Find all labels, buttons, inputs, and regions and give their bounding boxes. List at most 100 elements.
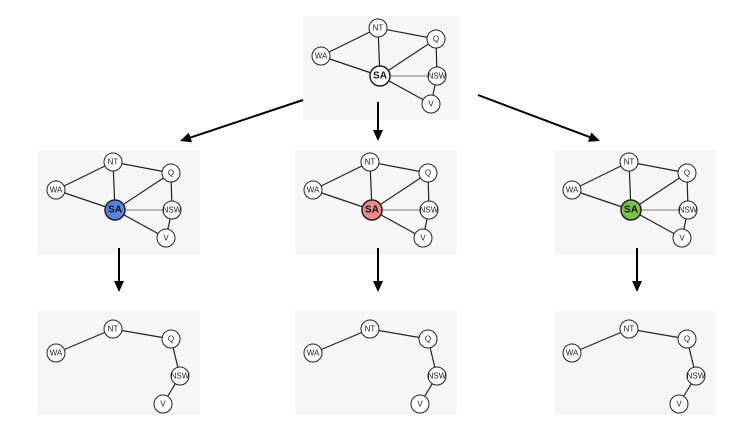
- arrow-red-to-reduced: [373, 248, 383, 292]
- node-nsw: NSW: [162, 200, 182, 220]
- arrow-head: [373, 130, 383, 141]
- node-nt: NT: [619, 152, 639, 172]
- node-label: V: [679, 234, 685, 243]
- edge-q-sa: [379, 38, 437, 77]
- node-label: Q: [168, 169, 174, 178]
- node-nt: NT: [368, 18, 388, 38]
- node-circle: [418, 329, 438, 349]
- arrow-shaft: [190, 99, 304, 139]
- node-label: WA: [307, 186, 320, 195]
- edge-q-sa: [114, 172, 172, 211]
- graph-branch-red: WA NT Q SA NSW V: [295, 150, 457, 255]
- node-circle: [369, 65, 391, 87]
- node-circle: [311, 46, 331, 66]
- node-label: Q: [425, 335, 431, 344]
- node-q: Q: [677, 163, 697, 183]
- node-label: NSW: [171, 372, 190, 381]
- node-circle: [413, 228, 433, 248]
- node-label: WA: [566, 349, 579, 358]
- node-circle: [410, 394, 430, 414]
- node-circle: [669, 394, 689, 414]
- node-label: NT: [373, 24, 384, 33]
- node-label: WA: [50, 186, 63, 195]
- node-label: V: [428, 100, 434, 109]
- node-label: Q: [684, 335, 690, 344]
- node-circle: [686, 366, 706, 386]
- edge-wa-nt: [312, 161, 371, 191]
- node-nsw: NSW: [427, 66, 447, 86]
- node-wa: WA: [562, 343, 582, 363]
- node-label: SA: [624, 205, 638, 216]
- node-wa: WA: [311, 46, 331, 66]
- arrow-root-to-red: [373, 102, 383, 141]
- node-label: NT: [365, 325, 376, 334]
- node-nsw: NSW: [686, 366, 706, 386]
- arrow-head: [180, 132, 193, 143]
- graph-branch-green: WA NT Q SA NSW V: [554, 150, 716, 255]
- edge-q-sa: [371, 172, 429, 211]
- node-nsw: NSW: [419, 200, 439, 220]
- node-nt: NT: [360, 152, 380, 172]
- graph-reduced-green: WA NT Q NSW V: [554, 311, 716, 415]
- node-label: V: [420, 234, 426, 243]
- node-label: NSW: [428, 372, 447, 381]
- arrow-head: [373, 281, 383, 292]
- node-circle: [678, 200, 698, 220]
- node-label: Q: [168, 335, 174, 344]
- edge-nt-q: [628, 161, 688, 174]
- node-circle: [153, 394, 173, 414]
- node-sa: SA: [361, 199, 383, 221]
- node-label: NSW: [679, 206, 698, 215]
- edge-wa-nt: [55, 161, 114, 191]
- node-wa: WA: [46, 180, 66, 200]
- edge-wa-nt: [571, 161, 630, 191]
- node-label: NSW: [163, 206, 182, 215]
- node-circle: [427, 66, 447, 86]
- node-circle: [361, 199, 383, 221]
- node-label: SA: [108, 205, 122, 216]
- graph-panels: WA NT Q SA NSW V WA NT Q SA NSW V WA NT Q SA NSW V WA NT Q SA…: [38, 16, 716, 415]
- node-circle: [303, 180, 323, 200]
- node-label: Q: [425, 169, 431, 178]
- node-circle: [103, 152, 123, 172]
- node-label: WA: [566, 186, 579, 195]
- node-v: V: [410, 394, 430, 414]
- edge-nt-q: [628, 328, 688, 340]
- node-wa: WA: [46, 343, 66, 363]
- node-sa: SA: [620, 199, 642, 221]
- node-label: V: [417, 400, 423, 409]
- node-circle: [421, 94, 441, 114]
- node-label: NT: [365, 158, 376, 167]
- node-circle: [162, 200, 182, 220]
- node-label: NT: [624, 158, 635, 167]
- node-sa: SA: [369, 65, 391, 87]
- edge-nt-q: [377, 27, 437, 40]
- node-label: NT: [624, 325, 635, 334]
- arrow-root-to-blue: [180, 99, 304, 143]
- node-circle: [46, 180, 66, 200]
- node-q: Q: [426, 29, 446, 49]
- arrow-head: [114, 281, 124, 292]
- node-nt: NT: [103, 319, 123, 339]
- node-nsw: NSW: [170, 366, 190, 386]
- node-v: V: [153, 394, 173, 414]
- node-label: SA: [365, 205, 379, 216]
- node-v: V: [669, 394, 689, 414]
- node-q: Q: [677, 329, 697, 349]
- node-nt: NT: [103, 152, 123, 172]
- node-circle: [619, 319, 639, 339]
- node-label: V: [676, 400, 682, 409]
- node-nsw: NSW: [427, 366, 447, 386]
- node-nt: NT: [360, 319, 380, 339]
- node-circle: [672, 228, 692, 248]
- node-label: Q: [684, 169, 690, 178]
- arrow-shaft: [477, 94, 591, 139]
- node-label: WA: [50, 349, 63, 358]
- graph-root: WA NT Q SA NSW V: [303, 16, 461, 120]
- node-q: Q: [161, 163, 181, 183]
- edge-wa-nt: [55, 328, 114, 354]
- node-label: SA: [373, 71, 387, 82]
- node-v: V: [413, 228, 433, 248]
- node-wa: WA: [303, 180, 323, 200]
